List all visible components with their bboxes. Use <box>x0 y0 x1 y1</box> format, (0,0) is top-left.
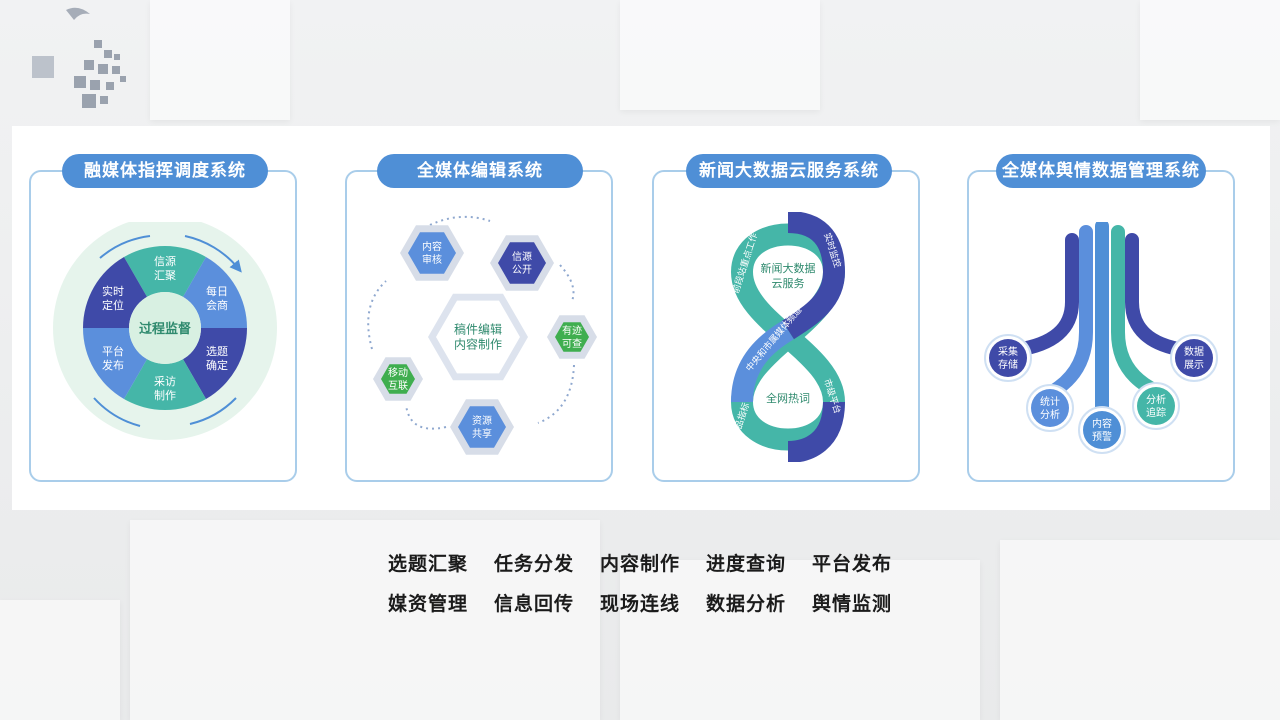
wheel-segment <box>183 328 247 400</box>
hex-center-label: 内容制作 <box>454 337 502 352</box>
hex-label: 有迹 <box>562 324 582 337</box>
flow-node-label: 追踪 <box>1146 406 1166 419</box>
segment-label: 信源 <box>154 254 176 268</box>
hex-node <box>458 406 506 448</box>
feature-label: 平台发布 <box>812 553 893 575</box>
feature-label: 进度查询 <box>706 553 787 575</box>
segment-label: 采访 <box>154 375 176 388</box>
hex-label: 可查 <box>562 337 582 350</box>
segment-label: 定位 <box>102 298 124 312</box>
feature-label: 舆情监测 <box>812 593 893 615</box>
flow-node <box>1137 387 1175 425</box>
bg-block <box>150 0 290 120</box>
hex-node <box>381 364 415 394</box>
flow-node-label: 分析 <box>1146 393 1166 406</box>
feature-label: 数据分析 <box>706 593 787 615</box>
wheel-segment <box>124 359 206 410</box>
flow-node-label: 数据 <box>1184 345 1204 358</box>
hex-label: 资源 <box>472 414 492 427</box>
logo-icon <box>22 7 126 123</box>
bg-block <box>130 520 600 720</box>
flow-node <box>1083 411 1121 449</box>
hex-label: 移动 <box>388 366 408 379</box>
flow-node-label: 展示 <box>1184 359 1204 371</box>
feature-label: 媒资管理 <box>387 593 468 615</box>
segment-label: 会商 <box>206 298 228 312</box>
hex-node <box>498 242 546 284</box>
feature-row: 媒资管理 信息回传 现场连线 数据分析 舆情监测 <box>0 589 1280 616</box>
figure-eight-diagram: 前段站重点工作 实时监控 中央和市属媒体频道 市级平台 产品指标 新闻大数据 云… <box>729 212 846 462</box>
hex-label: 内容 <box>422 240 442 253</box>
hex-node <box>555 322 589 352</box>
flow-node <box>989 339 1027 377</box>
segment-label: 平台 <box>102 344 124 358</box>
feature-label: 选题汇聚 <box>387 553 468 575</box>
flow-node <box>1175 339 1213 377</box>
hex-label: 公开 <box>512 265 532 276</box>
feature-label: 内容制作 <box>599 553 680 575</box>
flow-node-label: 预警 <box>1092 430 1112 443</box>
hex-center-label: 稿件编辑 <box>454 322 502 337</box>
hex-label: 审核 <box>422 253 442 266</box>
feature-row: 选题汇聚 任务分发 内容制作 进度查询 平台发布 <box>0 549 1280 576</box>
wheel-segment <box>183 256 247 328</box>
system-title: 融媒体指挥调度系统 <box>62 154 268 188</box>
hex-label: 互联 <box>388 380 408 392</box>
bg-block <box>1000 540 1280 720</box>
hex-label: 共享 <box>472 427 492 440</box>
flow-node-label: 分析 <box>1040 408 1060 421</box>
system-title: 全媒体编辑系统 <box>377 154 583 188</box>
system-title: 新闻大数据云服务系统 <box>686 154 892 188</box>
wheel-segment <box>83 256 147 328</box>
flow-node-label: 采集 <box>998 345 1018 358</box>
segment-label: 汇聚 <box>154 269 176 282</box>
hex-node <box>436 300 520 374</box>
flow-node <box>1031 389 1069 427</box>
segment-label: 实时 <box>102 284 124 298</box>
flow-node-label: 存储 <box>998 358 1018 371</box>
hex-node <box>408 232 456 274</box>
bg-block <box>620 560 980 720</box>
segment-label: 制作 <box>154 389 176 402</box>
segment-label: 选题 <box>206 345 228 358</box>
top-center-line2: 云服务 <box>772 277 805 290</box>
bg-block <box>1140 0 1280 120</box>
top-center-line1: 新闻大数据 <box>761 261 816 275</box>
segment-label: 确定 <box>206 358 228 372</box>
system-title: 全媒体舆情数据管理系统 <box>996 154 1206 188</box>
bg-block <box>0 600 120 720</box>
bg-block <box>620 0 820 110</box>
segment-label: 每日 <box>206 284 228 298</box>
flow-node-label: 统计 <box>1040 395 1060 408</box>
feature-label: 任务分发 <box>493 553 574 575</box>
bottom-center: 全网热词 <box>766 391 810 405</box>
feature-label: 信息回传 <box>493 593 574 615</box>
wheel-center: 过程监督 <box>139 321 191 337</box>
wheel-segment <box>124 246 206 297</box>
hex-label: 信源 <box>512 250 532 263</box>
feature-label: 现场连线 <box>599 593 680 615</box>
flow-node-label: 内容 <box>1092 417 1112 430</box>
wheel-segment <box>83 328 147 400</box>
segment-label: 发布 <box>102 358 124 372</box>
